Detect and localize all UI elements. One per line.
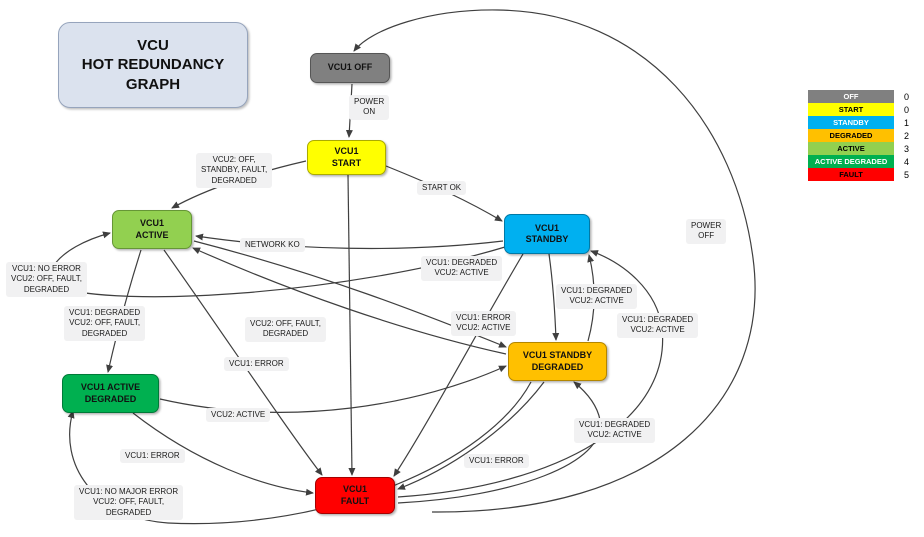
edge-label-sd-fault-cond: VCU1: ERROR	[464, 454, 529, 469]
state-legend: OFF 0 START 0 STANDBY 1 DEGRADED 2 ACTIV…	[808, 90, 909, 181]
node-vcu1-off: VCU1 OFF	[310, 53, 390, 83]
legend-swatch-fault: FAULT	[808, 168, 894, 181]
legend-value-off: 0	[904, 91, 910, 102]
edge-label-sd-standby-cond: VCU1: DEGRADED VCU2: ACTIVE	[556, 284, 638, 309]
edge-label-sd-ad-cond: VCU1: NO MAJOR ERROR VCU2: OFF, FAULT, D…	[74, 485, 184, 521]
legend-row-degraded: DEGRADED 2	[808, 129, 909, 142]
legend-row-active-degraded: ACTIVE DEGRADED 4	[808, 155, 909, 168]
legend-row-fault: FAULT 5	[808, 168, 909, 181]
edge-label-standby-active-cond: VCU1: NO ERROR VCU2: OFF, FAULT, DEGRADE…	[6, 262, 87, 298]
edge-label-active-sd-cond: VCU1: DEGRADED VCU2: ACTIVE	[421, 256, 503, 281]
legend-swatch-standby: STANDBY	[808, 116, 894, 129]
edge-standby-degraded-to-active	[192, 247, 507, 355]
edge-standby-to-active	[195, 233, 504, 250]
edge-standby-degraded-to-active-degraded-loop	[67, 381, 532, 525]
edge-label-start-active-cond: VCU2: OFF, STANDBY, FAULT, DEGRADED	[196, 153, 273, 189]
edge-active-degraded-to-standby-degraded	[159, 365, 507, 413]
edge-standby-degraded-to-fault	[397, 381, 545, 490]
node-vcu1-fault: VCU1 FAULT	[315, 477, 395, 514]
legend-swatch-off: OFF	[808, 90, 894, 103]
node-vcu1-active-degraded: VCU1 ACTIVE DEGRADED	[62, 374, 159, 413]
legend-swatch-active-degraded: ACTIVE DEGRADED	[808, 155, 894, 168]
edge-active-to-fault	[163, 249, 323, 476]
legend-row-start: START 0	[808, 103, 909, 116]
edge-label-power-on: POWER ON	[349, 95, 390, 120]
legend-row-standby: STANDBY 1	[808, 116, 909, 129]
edge-standby-to-active-left-loop	[49, 231, 506, 298]
diagram-title: VCU HOT REDUNDANCY GRAPH	[58, 22, 248, 108]
edge-label-ad-fault-cond: VCU1: ERROR	[120, 449, 185, 464]
node-vcu1-standby-degraded: VCU1 STANDBY DEGRADED	[508, 342, 607, 381]
edge-label-sd-active-cond: VCU2: OFF, FAULT, DEGRADED	[245, 317, 326, 342]
legend-swatch-start: START	[808, 103, 894, 116]
node-vcu1-standby: VCU1 STANDBY	[504, 214, 590, 254]
edge-standby-to-fault	[393, 253, 524, 477]
edge-label-active-fault-cond: VCU1: ERROR	[224, 357, 289, 372]
edge-label-standby-fault-cond: VCU1: ERROR VCU2: ACTIVE	[451, 311, 516, 336]
edge-label-start-ok: START OK	[417, 181, 467, 196]
legend-row-active: ACTIVE 3	[808, 142, 909, 155]
legend-value-start: 0	[904, 104, 910, 115]
edge-label-active-ad-cond: VCU1: DEGRADED VCU2: OFF, FAULT, DEGRADE…	[64, 306, 146, 342]
edge-label-fault-sd-cond: VCU1: DEGRADED VCU2: ACTIVE	[574, 418, 656, 443]
legend-row-off: OFF 0	[808, 90, 909, 103]
edge-fault-to-standby-right-loop	[397, 250, 664, 498]
legend-value-active: 3	[904, 143, 910, 154]
node-vcu1-start: VCU1 START	[307, 140, 386, 175]
edge-label-ad-sd-cond: VCU2: ACTIVE	[206, 408, 271, 423]
edge-start-to-fault	[347, 174, 356, 476]
edge-label-power-off: POWER OFF	[686, 219, 727, 244]
legend-value-standby: 1	[904, 117, 910, 128]
legend-value-degraded: 2	[904, 130, 910, 141]
legend-value-active-degraded: 4	[904, 156, 910, 167]
legend-swatch-active: ACTIVE	[808, 142, 894, 155]
edge-label-fault-standby-cond: VCU1: DEGRADED VCU2: ACTIVE	[617, 313, 699, 338]
edge-standby-to-standby-degraded	[548, 253, 560, 341]
edge-label-network-ko: NETWORK KO	[240, 238, 305, 253]
node-vcu1-active: VCU1 ACTIVE	[112, 210, 192, 249]
legend-value-fault: 5	[904, 169, 910, 180]
edge-power-off-loop-to-off	[353, 9, 756, 513]
edge-fault-to-standby-degraded-loop	[397, 381, 601, 504]
legend-swatch-degraded: DEGRADED	[808, 129, 894, 142]
edge-active-degraded-to-fault	[132, 412, 314, 496]
